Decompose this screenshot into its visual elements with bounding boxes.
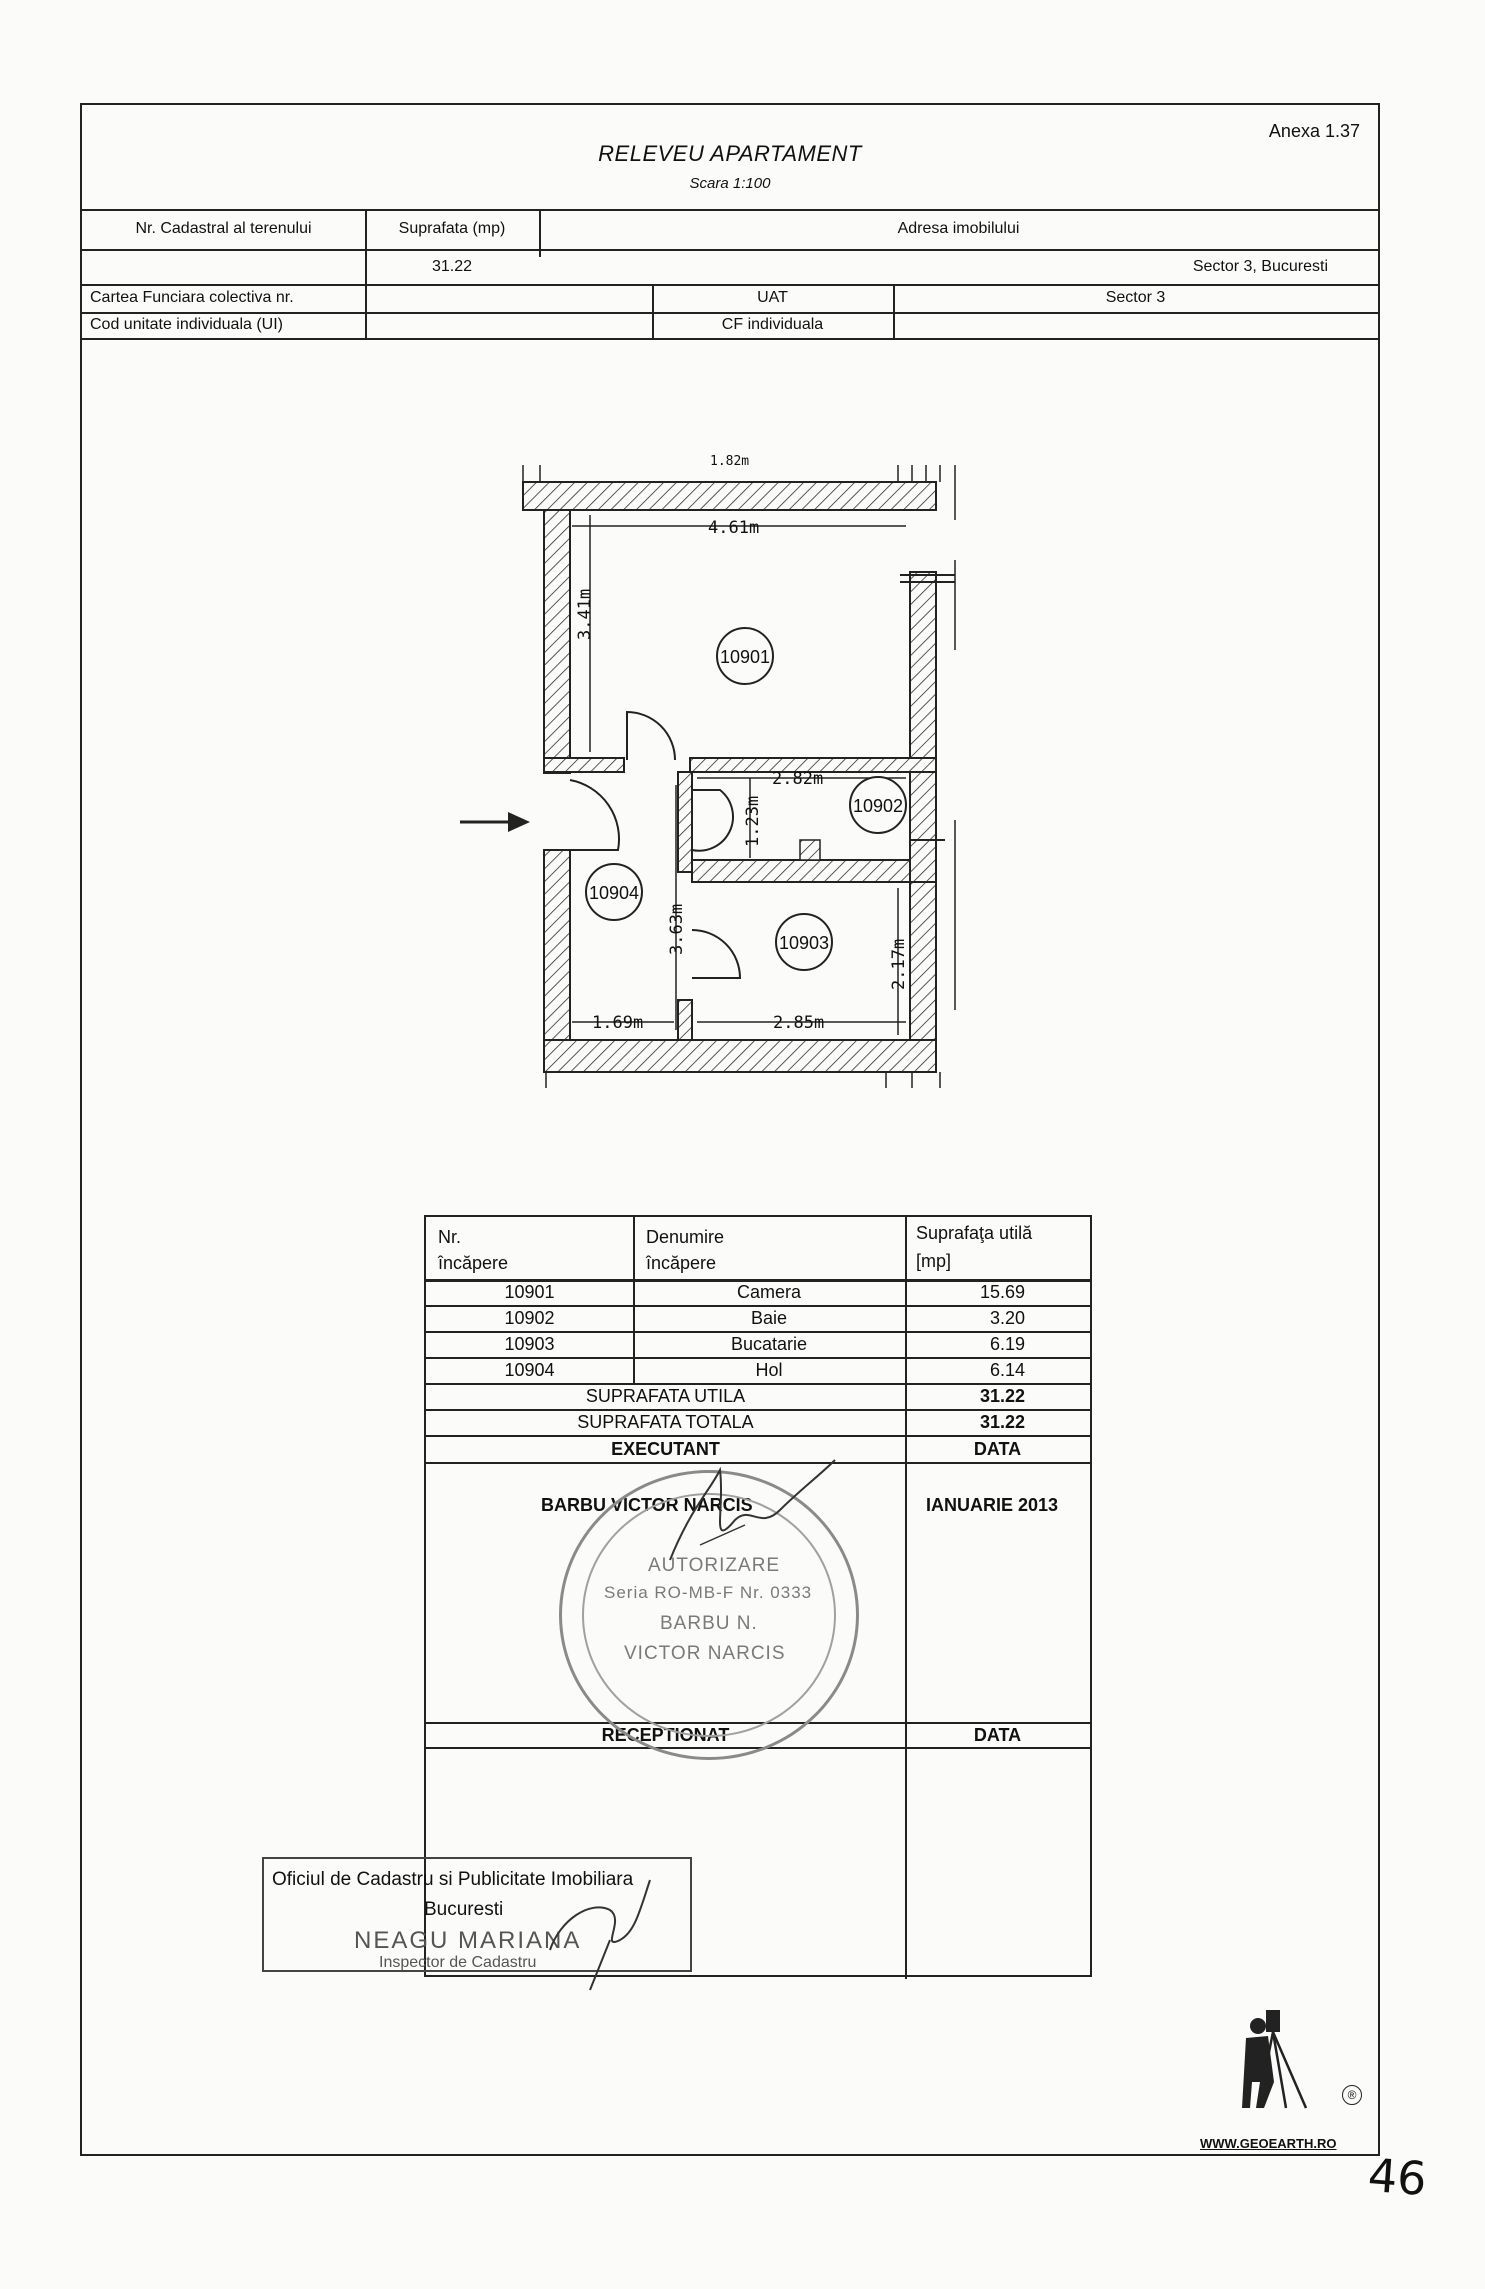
document-frame: Anexa 1.37 RELEVEU APARTAMENT Scara 1:10…: [80, 103, 1380, 2156]
row-name: Bucatarie: [730, 1334, 808, 1354]
wall-right-baie: [909, 771, 937, 883]
room-label-bucatarie: 10903: [779, 933, 829, 953]
ocpi-line-name: NEAGU MARIANA: [354, 1927, 582, 1954]
wall-baie-bottom: [691, 859, 911, 883]
wall-partition-upper: [677, 771, 693, 873]
row-nr: 10904: [504, 1360, 555, 1380]
ocpi-line-city: Bucuresti: [424, 1899, 504, 1920]
bucatarie-width-dimension: 2.85m: [773, 1013, 824, 1033]
room-label-camera: 10901: [720, 647, 770, 667]
suprafata-totala-label: SUPRAFATA TOTALA: [577, 1412, 754, 1432]
ocpi-signature: [549, 1879, 651, 1991]
ocpi-stamp: Oficiul de Cadastru si Publicitate Imobi…: [262, 1857, 692, 1972]
receptionat-data-label: DATA: [973, 1725, 1022, 1745]
registered-mark: ®: [1342, 2085, 1362, 2105]
header-denumire-line2: încăpere: [646, 1253, 717, 1273]
row-area: 6.19: [989, 1334, 1025, 1354]
uat-label: UAT: [757, 289, 788, 306]
executant-date: IANUARIE 2013: [926, 1495, 1059, 1515]
website-link[interactable]: WWW.GEOEARTH.RO: [1200, 2136, 1337, 2151]
header-nr-line2: încăpere: [438, 1253, 509, 1273]
row-area: 6.14: [989, 1360, 1025, 1380]
executant-signature: [669, 1459, 836, 1561]
header-denumire: Denumire: [646, 1227, 725, 1247]
wall-bottom: [543, 1039, 937, 1073]
door-entrance: [569, 779, 621, 851]
scale-label: Scara 1:100: [689, 175, 771, 192]
header-suprafata: Suprafaţa utilă: [916, 1223, 1033, 1243]
wall-camera-bottom-right: [689, 757, 937, 773]
uat-value: Sector 3: [1105, 289, 1166, 306]
hol-height-dimension: 3.63m: [667, 904, 687, 955]
nr-cadastral-label: Nr. Cadastral al terenului: [135, 220, 312, 237]
wall-top: [522, 481, 937, 511]
cf-individuala-label: CF individuala: [721, 316, 824, 333]
surveyor-logo-icon: [1242, 2010, 1308, 2109]
room-label-hol: 10904: [589, 883, 639, 903]
row-nr: 10903: [504, 1334, 555, 1354]
ocpi-line-title: Inspector de Cadastru: [379, 1954, 537, 1971]
stamp-line-fullname: VICTOR NARCIS: [624, 1643, 786, 1664]
row-nr: 10901: [504, 1282, 555, 1302]
carte-funciara-label: Cartea Funciara colectiva nr.: [90, 289, 294, 306]
baie-width-dimension: 2.82m: [772, 769, 823, 789]
entrance-arrow-icon: [460, 812, 530, 832]
hol-width-dimension: 1.69m: [592, 1013, 643, 1033]
baie-height-dimension: 1.23m: [743, 796, 763, 847]
document-title: RELEVEU APARTAMENT: [598, 141, 862, 166]
stamp-line-name: BARBU N.: [660, 1613, 758, 1634]
row-area: 15.69: [979, 1282, 1025, 1302]
door-baie: [691, 789, 734, 852]
adresa-value: Sector 3, Bucuresti: [1192, 257, 1328, 275]
camera-height-dimension: 3.41m: [575, 589, 595, 640]
row-name: Hol: [755, 1360, 783, 1380]
bucatarie-height-dimension: 2.17m: [889, 939, 909, 990]
row-nr: 10902: [504, 1308, 555, 1328]
handwritten-page-number: 46: [1366, 2148, 1429, 2206]
document-header: Anexa 1.37 RELEVEU APARTAMENT Scara 1:10…: [82, 105, 1378, 211]
stamp-line-seria: Seria RO-MB-F Nr. 0333: [604, 1583, 813, 1602]
stamp-line-autorizare: AUTORIZARE: [648, 1555, 781, 1576]
camera-width-dimension: 4.61m: [708, 518, 759, 538]
executant-label: EXECUTANT: [611, 1439, 720, 1459]
wall-left-hol: [543, 849, 571, 1073]
suprafata-value: 31.22: [431, 257, 473, 275]
wall-left-camera: [543, 509, 571, 774]
executant-data-label: DATA: [973, 1439, 1022, 1459]
row-name: Baie: [750, 1308, 788, 1328]
ocpi-line-office: Oficiul de Cadastru si Publicitate Imobi…: [272, 1869, 634, 1890]
top-cut-dimension: 1.82m: [710, 454, 749, 469]
room-label-baie: 10902: [853, 796, 903, 816]
floor-plan: 1.82m 4.61m 3.41m 2.82m 1.23m 3.63m 2.17…: [460, 454, 956, 1088]
suprafata-utila-label: SUPRAFATA UTILA: [585, 1386, 746, 1406]
header-suprafata-line2: [mp]: [916, 1251, 952, 1271]
anexa-label: Anexa 1.37: [1268, 121, 1360, 141]
suprafata-utila-value: 31.22: [979, 1386, 1025, 1406]
header-nr: Nr.: [438, 1227, 462, 1247]
row-name: Camera: [736, 1282, 802, 1302]
row-area: 3.20: [989, 1308, 1025, 1328]
door-camera: [626, 710, 676, 761]
door-bucatarie: [691, 929, 742, 979]
wall-camera-bottom-left: [543, 757, 625, 773]
wall-right-camera: [909, 571, 937, 763]
suprafata-totala-value: 31.22: [979, 1412, 1025, 1432]
cod-unitate-label: Cod unitate individuala (UI): [90, 316, 283, 333]
wall-right-bucatarie: [909, 881, 937, 1063]
executant-stamp: [559, 1470, 859, 1760]
adresa-label: Adresa imobilului: [897, 220, 1020, 237]
suprafata-label: Suprafata (mp): [398, 220, 506, 237]
